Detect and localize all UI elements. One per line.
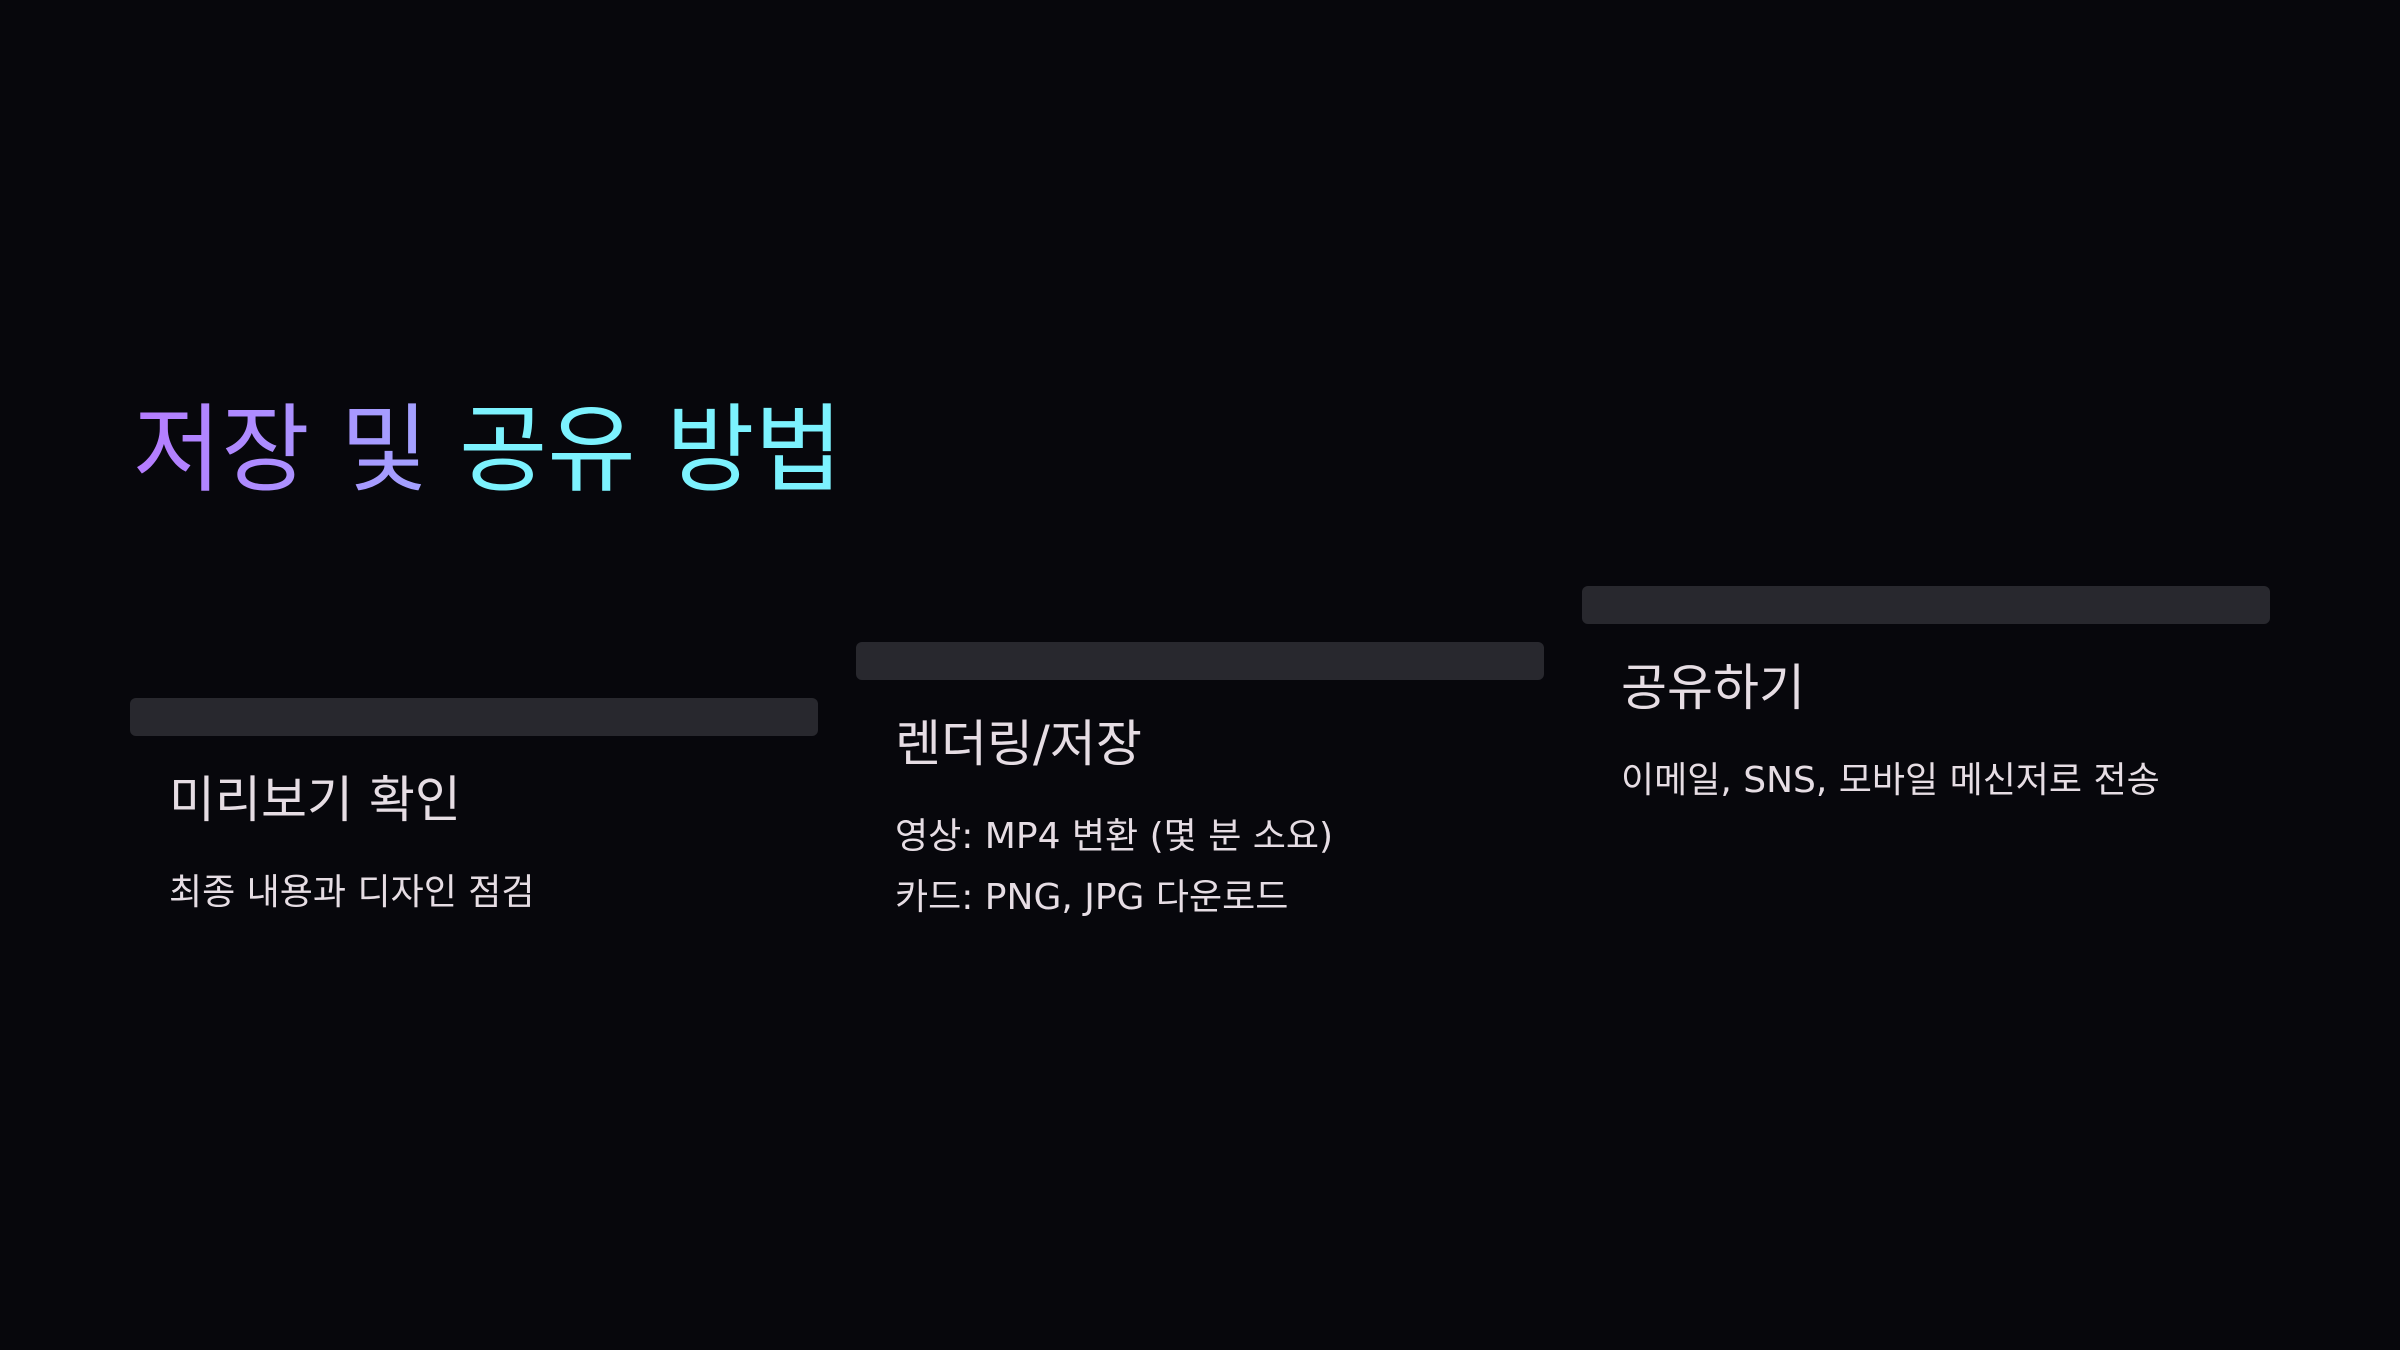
step-card-line: 영상: MP4 변환 (몇 분 소요) — [895, 816, 1334, 857]
step-card-line: 이메일, SNS, 모바일 메신저로 전송 — [1621, 760, 2160, 801]
slide-title-gradient-part: 저장 및 — [133, 394, 429, 506]
step-card-body: 이메일, SNS, 모바일 메신저로 전송 — [1621, 750, 2160, 811]
step-card-heading: 공유하기 — [1621, 659, 1805, 717]
step-card-heading: 미리보기 확인 — [169, 771, 461, 829]
slide-title: 저장 및 공유 방법 — [133, 398, 843, 502]
step-card-body: 영상: MP4 변환 (몇 분 소요) 카드: PNG, JPG 다운로드 — [895, 806, 1333, 928]
step-card-bar — [130, 698, 818, 736]
step-card-bar — [856, 642, 1544, 680]
slide-title-accent-part: 공유 방법 — [459, 394, 843, 506]
step-card-bar — [1582, 586, 2270, 624]
step-card-body: 최종 내용과 디자인 점검 — [169, 862, 535, 923]
step-card-line: 최종 내용과 디자인 점검 — [169, 872, 535, 913]
step-card-heading: 렌더링/저장 — [895, 715, 1142, 773]
step-card-line: 카드: PNG, JPG 다운로드 — [895, 877, 1289, 918]
